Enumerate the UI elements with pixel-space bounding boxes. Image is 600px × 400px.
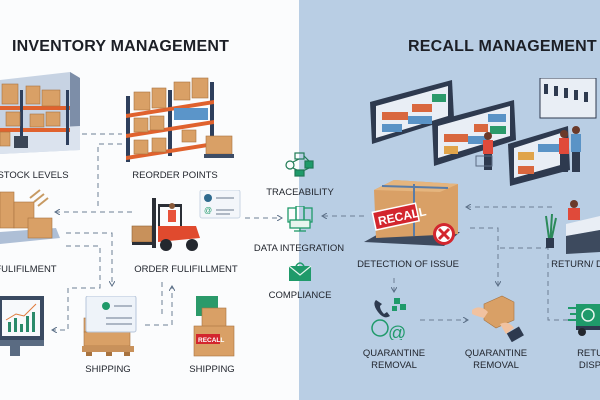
data-card: @: [199, 190, 241, 219]
store-shelf-1: [370, 80, 454, 144]
reorder-shelf-illustration: [126, 77, 234, 162]
retail-store-illustration: [370, 78, 597, 186]
center-label-traceability: TRACEABILITY: [266, 187, 334, 198]
node-label-order-fulfillment: ORDER FULIFILLMENT: [134, 264, 238, 275]
node-label-reorder-points: REORDER POINTS: [132, 170, 218, 181]
svg-text:@: @: [204, 206, 212, 215]
store-shelf-2: [432, 100, 516, 166]
traceability-icon: [285, 152, 314, 177]
node-label-shipping-2: SHIPPING: [189, 364, 235, 375]
recycle-icon: [581, 308, 595, 322]
forklift-illustration: @: [131, 190, 241, 251]
email-at-icon: @: [388, 323, 406, 340]
node-label-fulfillment: FULIFILMENT: [0, 264, 57, 275]
shelf-rack: [0, 90, 70, 145]
compliance-envelope-icon: [288, 262, 312, 281]
node-label-quarantine-2-line2: REMOVAL: [473, 360, 519, 371]
node-label-detection-of-issue: DETECTION OF ISSUE: [357, 259, 459, 270]
center-label-compliance: COMPLIANCE: [268, 290, 332, 301]
center-label-data-integration: DATA INTEGRATION: [253, 243, 345, 254]
shipping-pallet-illustration: [82, 296, 137, 356]
hands-box-illustration: [472, 295, 524, 342]
network-icon: [392, 298, 406, 311]
recall-management-title: RECALL MANAGEMENT: [408, 38, 597, 55]
fulfillment-pallet-illustration: [0, 189, 60, 244]
node-label-quarantine-2-line1: QUARANTINE: [464, 348, 528, 359]
node-label-quarantine-1-line2: REMOVAL: [371, 360, 417, 371]
return-desk-illustration: [545, 200, 600, 254]
stock-room-illustration: [0, 72, 80, 154]
store-awning: [539, 78, 597, 119]
inventory-panel-background: [0, 0, 299, 400]
node-label-return-disposal-line2: DISP: [578, 360, 600, 371]
shoppers-pair: [559, 126, 581, 172]
globe-icon: [371, 319, 389, 337]
recall-sticker-text: RECALL: [198, 337, 224, 344]
phone-icon: [374, 300, 390, 318]
node-label-quarantine-1-line1: QUARANTINE: [362, 348, 426, 359]
recall-box-illustration: RECALL: [364, 180, 460, 246]
inventory-management-title: INVENTORY MANAGEMENT: [12, 38, 230, 55]
analytics-monitor-icon: [0, 296, 44, 356]
node-label-return-disposal-line1: RETU: [577, 348, 600, 359]
recycling-truck-icon: [568, 304, 600, 336]
communication-icons: @: [371, 298, 406, 340]
shipping-recall-boxes-illustration: RECALL: [193, 296, 235, 357]
data-integration-icon: [287, 206, 313, 232]
shopper-with-cart: [475, 132, 493, 170]
store-shelf-3: [508, 126, 570, 186]
node-label-shipping-1: SHIPPING: [85, 364, 131, 375]
node-label-stock-levels: STOCK LEVELS: [0, 170, 69, 181]
node-label-return: RETURN/ D: [551, 259, 600, 270]
